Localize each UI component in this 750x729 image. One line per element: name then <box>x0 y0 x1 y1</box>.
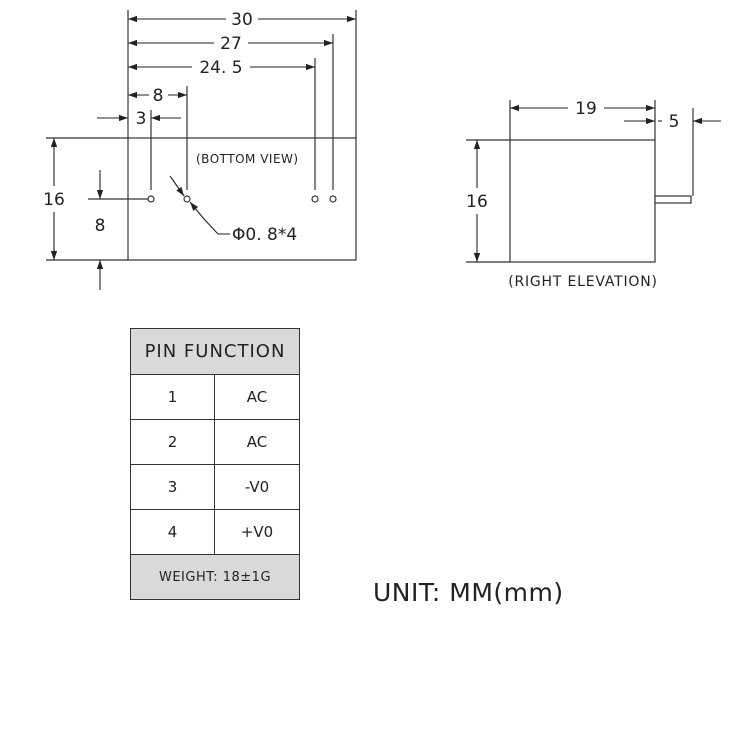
dim-text-19: 19 <box>575 99 597 119</box>
pin-1 <box>147 195 155 203</box>
table-row: 1 AC <box>130 374 300 420</box>
dim-text-8: 8 <box>153 86 164 106</box>
pin-function: +V0 <box>214 509 300 555</box>
right-elevation-caption: (RIGHT ELEVATION) <box>508 274 658 290</box>
weight-label: WEIGHT: 18±1G <box>130 554 300 600</box>
bottom-view <box>46 10 357 261</box>
pin-function: AC <box>214 374 300 420</box>
pin-number: 2 <box>130 419 215 465</box>
pin-table-title: PIN FUNCTION <box>130 328 300 375</box>
right-elevation-pin <box>654 195 692 204</box>
table-row: 2 AC <box>130 419 300 465</box>
pin-diameter-label: Φ0. 8*4 <box>232 225 297 245</box>
dim-text-5: 5 <box>669 112 680 132</box>
dim-text-27: 27 <box>220 34 242 54</box>
pin-function: AC <box>214 419 300 465</box>
dim-text-16-bottom: 16 <box>43 190 65 210</box>
pin-4 <box>329 195 337 203</box>
pin-function-table: PIN FUNCTION 1 AC 2 AC 3 -V0 4 +V0 WEIGH… <box>130 328 300 600</box>
dim-text-3: 3 <box>136 109 147 129</box>
pin-number: 1 <box>130 374 215 420</box>
unit-label: UNIT: MM(mm) <box>373 578 564 607</box>
table-row: 3 -V0 <box>130 464 300 510</box>
dim-text-30: 30 <box>231 10 253 30</box>
bottom-view-caption: (BOTTOM VIEW) <box>196 152 299 166</box>
pin-number: 4 <box>130 509 215 555</box>
leader-line-pin-diameter <box>169 175 185 197</box>
dim-text-16-right: 16 <box>466 192 488 212</box>
pin-2 <box>183 195 191 203</box>
bottom-view-pins <box>147 195 337 203</box>
dim-text-245: 24. 5 <box>199 58 242 78</box>
dim-text-8-vertical: 8 <box>95 216 106 236</box>
right-elevation <box>466 100 694 263</box>
pin-function: -V0 <box>214 464 300 510</box>
table-row: 4 +V0 <box>130 509 300 555</box>
pin-3 <box>311 195 319 203</box>
pin-number: 3 <box>130 464 215 510</box>
right-elevation-outline <box>509 139 656 263</box>
